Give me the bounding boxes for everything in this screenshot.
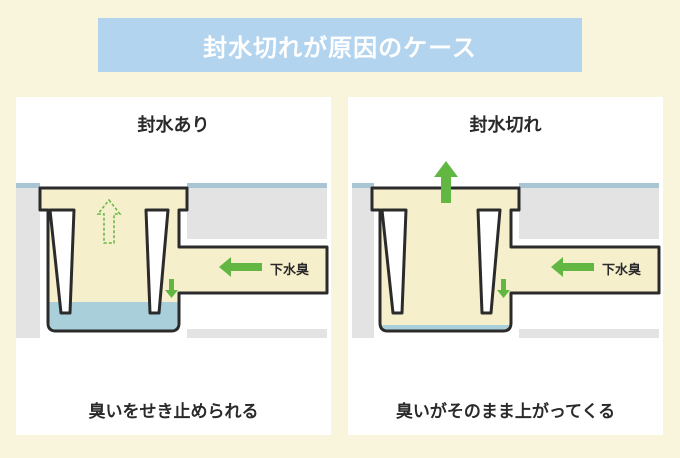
odor-arrow-blocked [96,198,122,244]
water-residue [382,325,509,330]
panel-caption: 臭いをせき止められる [88,402,259,422]
trap-diagram: 下水臭 [16,183,329,338]
panel-heading: 封水あり [137,115,210,136]
trap-divider-left [48,208,76,315]
floor-right [519,183,659,239]
panel-seal-lost: 封水切れ 下水臭 臭いがそのまま上がってくる [348,97,663,435]
trap-body [38,186,329,333]
page-title: 封水切れが原因のケース [98,18,582,72]
odor-arrow-rising [434,161,458,203]
trap-diagram: 下水臭 [352,161,661,338]
trap-body [370,186,661,333]
sewer-odor-label: 下水臭 [270,262,309,278]
trap-divider-right [144,208,170,315]
sewer-odor-arrow [219,257,262,277]
trap-divider-right [476,208,502,315]
panel-seal-present: 封水あり 下水臭 臭いをせき止められる [16,97,331,435]
panel-caption: 臭いがそのまま上がってくる [395,402,616,422]
flow-down-arrow [165,279,178,298]
flow-down-arrow [497,279,510,298]
sewer-odor-arrow [551,257,594,277]
floor-left [352,183,374,338]
floor-bottom [187,329,327,338]
water-seal [49,302,178,330]
floor-bottom [519,329,659,338]
floor-left [16,183,40,338]
trap-divider-left [380,208,408,315]
panel-heading: 封水切れ [469,115,542,136]
sewer-odor-label: 下水臭 [602,262,641,278]
floor-right [187,183,327,239]
